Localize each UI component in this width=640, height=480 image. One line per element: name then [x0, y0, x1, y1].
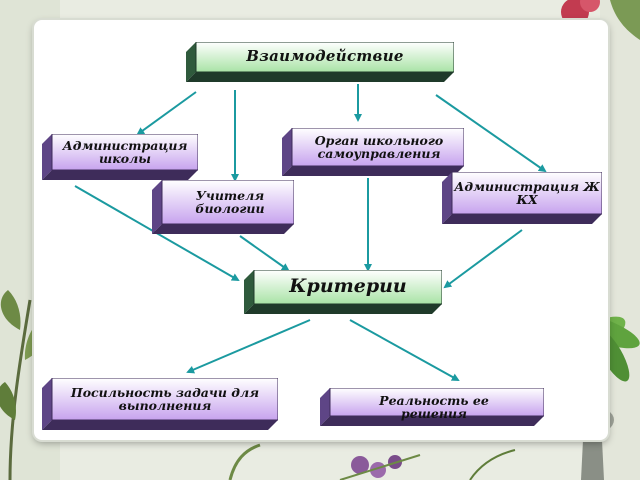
feasibility-box: Посильность задачи для выполнения — [42, 378, 278, 430]
node-self-government: Орган школьного самоуправления — [314, 132, 444, 161]
feasibility-box-shape — [42, 378, 278, 430]
self-government-box-shape — [282, 128, 464, 176]
arrow-title-to-school-admin — [136, 91, 197, 136]
title-box-shape — [186, 42, 454, 82]
arrow-title-to-housing-admin — [435, 94, 547, 173]
criteria-box: Критерии — [244, 270, 442, 314]
biology-teachers-box-shape — [152, 180, 294, 234]
diagram-title: Взаимодействие — [246, 47, 404, 66]
reality-box: Реальность ее решения — [320, 388, 544, 426]
content-panel — [34, 20, 608, 440]
arrow-criteria-to-feasibility — [186, 319, 311, 374]
housing-admin-box: Администрация ЖКХ — [442, 172, 602, 224]
node-biology-teachers: Учителя биологии — [195, 187, 265, 216]
school-admin-box: Администрация школы — [42, 134, 198, 180]
criteria-box-shape — [244, 270, 442, 314]
arrow-biology-teachers-to-criteria — [239, 235, 290, 272]
node-reality: Реальность ее решения — [379, 393, 489, 422]
biology-teachers-box: Учителя биологии — [152, 180, 294, 234]
title-box: Взаимодействие — [186, 42, 454, 82]
self-government-box: Орган школьного самоуправления — [282, 128, 464, 176]
node-feasibility: Посильность задачи для выполнения — [70, 384, 260, 413]
housing-admin-box-shape — [442, 172, 602, 224]
purple-flowers-icon — [339, 454, 421, 480]
node-school-admin: Администрация школы — [62, 137, 188, 166]
node-housing-admin: Администрация ЖКХ — [454, 178, 600, 207]
reality-box-shape — [320, 388, 544, 426]
node-criteria: Критерии — [289, 275, 407, 298]
arrow-housing-admin-to-criteria — [443, 229, 523, 289]
school-admin-box-shape — [42, 134, 198, 180]
arrow-criteria-to-reality — [349, 319, 460, 381]
top-right-flower-icon — [561, 0, 640, 40]
